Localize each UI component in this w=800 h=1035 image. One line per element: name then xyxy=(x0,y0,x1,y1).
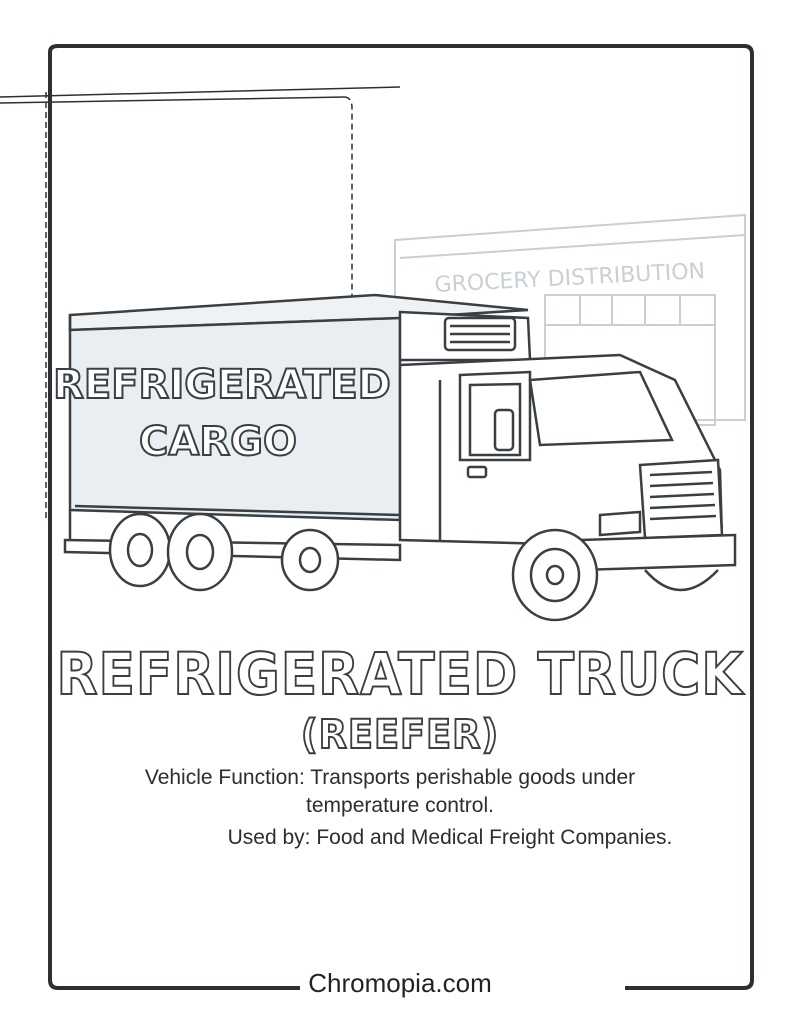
page-title: REFRIGERATED TRUCK xyxy=(56,639,744,709)
cargo-label-line1: REFRIGERATED xyxy=(53,362,391,408)
description-line-3: Used by: Food and Medical Freight Compan… xyxy=(227,826,673,849)
front-wheels xyxy=(511,528,719,622)
cargo-box xyxy=(68,293,529,540)
building-sign-text: GROCERY DISTRIBUTION xyxy=(434,259,706,298)
rear-wheels xyxy=(108,512,340,592)
footer-site-link[interactable]: Chromopia.com xyxy=(302,968,498,998)
refrigeration-unit xyxy=(398,310,532,362)
truck-cab xyxy=(398,353,737,572)
footer: Chromopia.com xyxy=(0,968,800,999)
page-border xyxy=(48,44,754,990)
description-line-2: temperature control. xyxy=(306,794,494,817)
cargo-label-line2: CARGO xyxy=(139,419,297,465)
guide-lines xyxy=(0,86,401,520)
page-subtitle: (REEFER) xyxy=(300,711,500,759)
description-line-1: Vehicle Function: Transports perishable … xyxy=(144,766,636,789)
